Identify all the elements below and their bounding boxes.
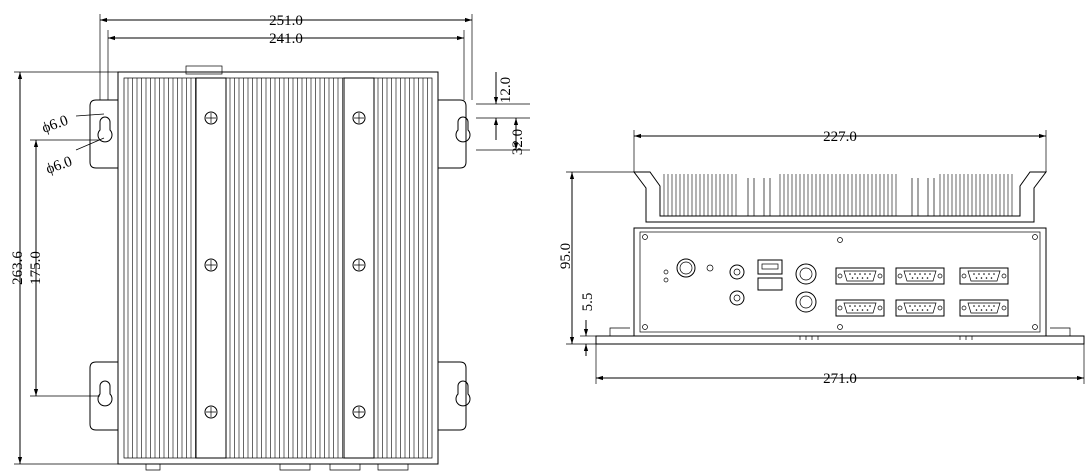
indicator-icon <box>706 264 714 272</box>
dim-front-height: 95.0 <box>558 243 574 269</box>
top-heatsink-fins <box>127 78 428 458</box>
usb-port-icon[interactable] <box>757 259 783 275</box>
top-view: 251.0 241.0 263.6 175.0 ϕ6.0 ϕ6.0 12.0 3… <box>10 13 530 471</box>
screw-icon <box>352 258 366 272</box>
front-feet <box>609 327 1071 336</box>
front-panel-inner <box>639 231 1041 333</box>
led-icon <box>663 277 669 283</box>
led-icon <box>663 269 669 275</box>
front-heatsink-outline <box>633 171 1047 223</box>
screw-icon <box>352 405 366 419</box>
screw-icon <box>352 111 366 125</box>
dim-hole-diameter-2: ϕ6.0 <box>44 154 75 178</box>
serial-port-icon[interactable] <box>959 299 1009 317</box>
dim-height-holes: 175.0 <box>28 251 44 285</box>
ps2-port-icon[interactable] <box>795 263 817 285</box>
screw-icon <box>204 111 218 125</box>
keyhole-slot-icon <box>455 380 471 407</box>
dim-hole-diameter-1: ϕ6.0 <box>40 113 71 137</box>
dim-slot-offset: 12.0 <box>498 77 514 103</box>
front-heatsink-fins <box>663 174 1013 216</box>
dim-front-width-top: 227.0 <box>823 129 857 145</box>
front-base-plate <box>595 335 1085 345</box>
dim-height-total: 263.6 <box>10 251 26 285</box>
ps2-port-icon[interactable] <box>795 291 817 313</box>
base-marks <box>799 336 973 340</box>
serial-port-icon[interactable] <box>959 267 1009 285</box>
serial-port-icon[interactable] <box>895 299 945 317</box>
top-connector-bump <box>185 65 223 75</box>
top-body-outline <box>117 71 439 465</box>
power-button-icon[interactable] <box>676 258 696 278</box>
front-view: 227.0 271.0 95.0 5.5 <box>558 129 1085 387</box>
usb-port-icon[interactable] <box>757 277 783 291</box>
serial-port-group <box>835 267 1009 317</box>
bracket-top-right <box>438 99 467 169</box>
bottom-connectors <box>145 464 409 471</box>
keyhole-slot-icon <box>97 116 113 143</box>
audio-jack-icon[interactable] <box>729 290 745 306</box>
dim-slot-length: 32.0 <box>510 129 526 155</box>
keyhole-slot-icon <box>97 380 113 407</box>
dim-width-inner: 241.0 <box>269 31 303 47</box>
bracket-top-left <box>89 99 118 169</box>
serial-port-icon[interactable] <box>835 299 885 317</box>
keyhole-slot-icon <box>455 116 471 143</box>
audio-jack-icon[interactable] <box>729 264 745 280</box>
top-body-inner <box>123 77 433 459</box>
serial-port-icon[interactable] <box>895 267 945 285</box>
bracket-bottom-right <box>438 361 467 431</box>
rail-left <box>195 77 227 459</box>
screw-group <box>204 111 366 419</box>
screw-icon <box>204 405 218 419</box>
dim-width-outer: 251.0 <box>269 13 303 29</box>
screw-icon <box>204 258 218 272</box>
dim-base-height: 5.5 <box>580 293 596 312</box>
serial-port-icon[interactable] <box>835 267 885 285</box>
rail-right <box>343 77 375 459</box>
dim-front-width-bottom: 271.0 <box>823 371 857 387</box>
front-panel <box>633 227 1047 337</box>
